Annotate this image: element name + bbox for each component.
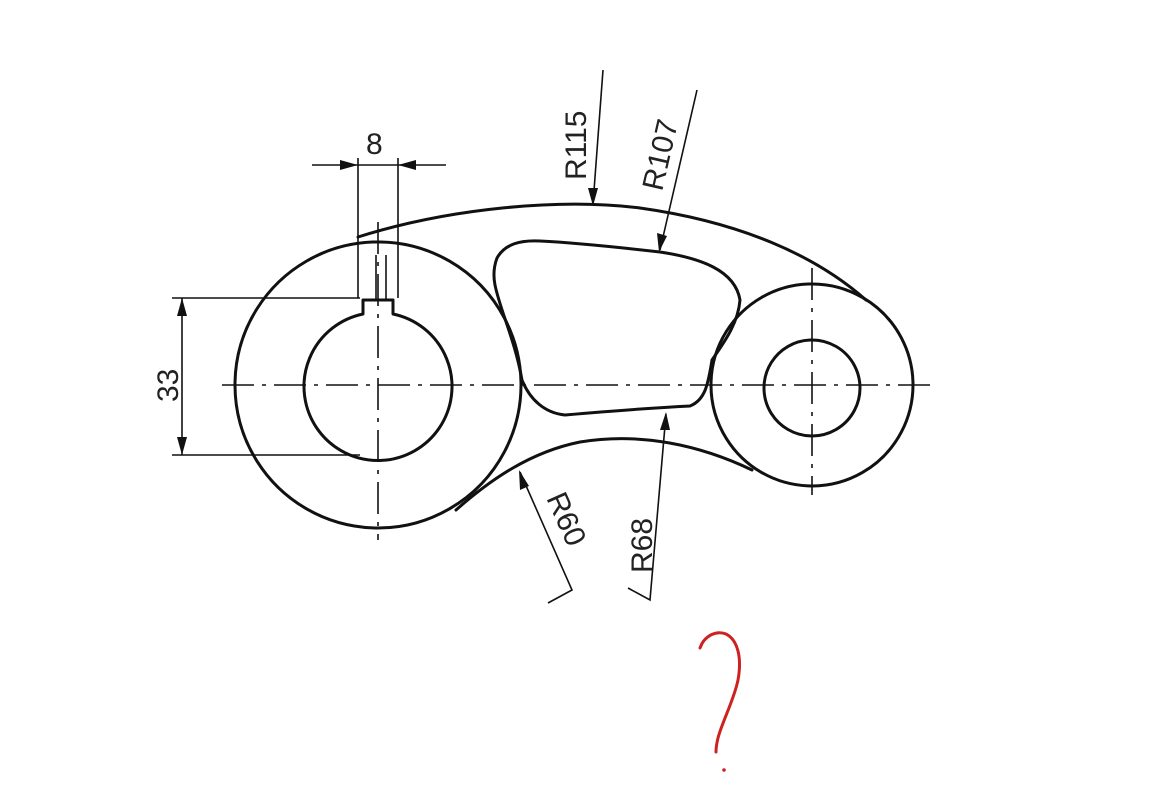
lower-outer-arc xyxy=(454,437,754,512)
radius-r60-callout: R60 xyxy=(519,470,593,604)
radius-r60-label: R60 xyxy=(540,487,593,551)
handwritten-question-mark xyxy=(698,631,741,772)
left-bore xyxy=(302,298,454,462)
key-depth-label: 33 xyxy=(152,369,185,402)
center-lines xyxy=(222,222,930,540)
upper-outer-arc xyxy=(356,202,868,302)
keyway-width-label: 8 xyxy=(366,128,383,161)
radius-r115-callout: R115 xyxy=(560,69,604,206)
right-bore-circle xyxy=(762,338,862,438)
inner-slot xyxy=(492,239,742,417)
part-outline xyxy=(233,202,915,530)
radius-r68-label: R68 xyxy=(626,518,659,573)
key-depth-dimension: 33 xyxy=(152,297,360,456)
radius-r68-callout: R68 xyxy=(626,412,670,602)
radius-r115-label: R115 xyxy=(560,111,593,181)
radius-r107-label: R107 xyxy=(637,116,685,193)
left-boss-circle xyxy=(233,240,523,530)
radius-r107-callout: R107 xyxy=(637,89,698,252)
keyway-width-dimension: 8 xyxy=(312,128,446,300)
